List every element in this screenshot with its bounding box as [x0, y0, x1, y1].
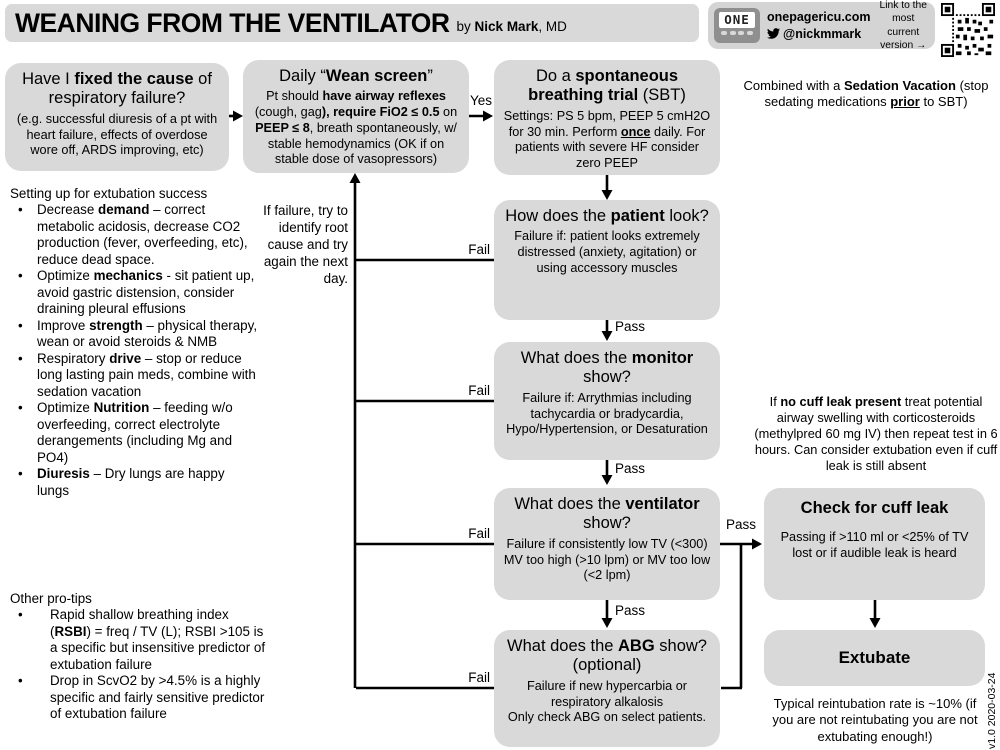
box-wean-screen-title: Daily “Wean screen” — [279, 67, 433, 85]
box-wean-screen: Daily “Wean screen” Pt should have airwa… — [243, 60, 469, 173]
cuff-leak-note: If no cuff leak present treat potential … — [754, 394, 998, 474]
pager-icon: ONE — [714, 8, 760, 43]
box-fixed-cause-title: Have I fixed the cause of respiratory fa… — [22, 70, 212, 108]
box-patient-look: How does the patient look? Failure if: p… — [494, 200, 720, 320]
box-extubate-title: Extubate — [838, 647, 911, 667]
protips-panel: Other pro-tips Rapid shallow breathing i… — [10, 591, 272, 723]
twitter-handle[interactable]: @nickmmark — [783, 26, 862, 41]
list-item: Respiratory drive – stop or reduce long … — [10, 351, 260, 400]
version-text: v1.0 2020-03-24 — [986, 672, 998, 749]
box-fixed-cause: Have I fixed the cause of respiratory fa… — [5, 63, 229, 171]
twitter-icon — [767, 28, 780, 39]
reintubation-note: Typical reintubation rate is ~10% (if yo… — [772, 696, 978, 744]
byline: by Nick Mark, MD — [456, 19, 567, 34]
list-item: Drop in ScvO2 by >4.5% is a highly speci… — [10, 673, 272, 722]
link-note: Link to the most current version → — [879, 0, 927, 51]
box-monitor: What does the monitor show? Failure if: … — [494, 342, 720, 460]
pass-label: Pass — [615, 603, 646, 618]
fail-label: Fail — [468, 526, 490, 541]
page-title: WEANING FROM THE VENTILATOR — [15, 7, 450, 38]
box-cuff-leak-body: Passing if >110 ml or <25% of TV lost or… — [780, 530, 969, 561]
pager-logo-text: ONE — [719, 12, 755, 28]
retry-note: If failure, try to identify root cause a… — [263, 203, 348, 286]
box-ventilator-title: What does the ventilator show? — [514, 495, 700, 533]
box-ventilator-body: Failure if consistently low TV (<300) MV… — [503, 536, 711, 583]
box-fixed-cause-body: (e.g. successful diuresis of a pt with h… — [16, 111, 218, 158]
fail-label: Fail — [468, 670, 490, 685]
box-monitor-body: Failure if: Arrythmias including tachyca… — [506, 390, 708, 437]
protips-heading: Other pro-tips — [10, 591, 92, 606]
setup-panel: Setting up for extubation success Decrea… — [10, 186, 260, 499]
box-abg: What does the ABG show? (optional) Failu… — [494, 630, 720, 747]
title-bar: WEANING FROM THE VENTILATOR by Nick Mark… — [5, 4, 699, 42]
fail-label: Fail — [468, 383, 490, 398]
list-item: Improve strength – physical therapy, wea… — [10, 318, 260, 351]
box-monitor-title: What does the monitor show? — [520, 349, 694, 387]
setup-heading: Setting up for extubation success — [10, 186, 208, 201]
box-extubate: Extubate — [764, 630, 985, 686]
site-link[interactable]: onepagericu.com — [767, 10, 871, 25]
list-item: Rapid shallow breathing index (RSBI) = f… — [10, 607, 272, 673]
box-ventilator: What does the ventilator show? Failure i… — [494, 488, 720, 600]
setup-list: Decrease demand – correct metabolic acid… — [10, 202, 260, 499]
pass-label: Pass — [615, 461, 646, 476]
pager-dots — [719, 28, 755, 35]
list-item: Optimize Nutrition – feeding w/o overfee… — [10, 400, 260, 466]
box-abg-title: What does the ABG show? (optional) — [507, 637, 707, 675]
pass-label: Pass — [725, 517, 756, 532]
list-item: Optimize mechanics - sit patient up, avo… — [10, 268, 260, 317]
box-abg-body: Failure if new hypercarbia or respirator… — [507, 678, 707, 725]
box-sbt-title: Do a spontaneous breathing trial (SBT) — [528, 67, 686, 105]
protips-list: Rapid shallow breathing index (RSBI) = f… — [10, 607, 272, 722]
box-cuff-leak: Check for cuff leak Passing if >110 ml o… — [764, 488, 985, 600]
box-patient-look-title: How does the patient look? — [505, 207, 709, 225]
box-wean-screen-body: Pt should have airway reflexes (cough, g… — [254, 89, 458, 167]
list-item: Diuresis – Dry lungs are happy lungs — [10, 466, 260, 499]
pass-label: Pass — [615, 319, 646, 334]
sedation-note: Combined with a Sedation Vacation (stop … — [743, 78, 989, 110]
box-sbt: Do a spontaneous breathing trial (SBT) S… — [494, 60, 720, 175]
brand-badge: ONE onepagericu.com @nickmmark Link to t… — [708, 0, 935, 51]
fail-label: Fail — [468, 242, 490, 257]
qr-code[interactable] — [941, 3, 995, 57]
box-patient-look-body: Failure if: patient looks extremely dist… — [514, 229, 700, 275]
badge-links: onepagericu.com @nickmmark — [767, 9, 871, 42]
list-item: Decrease demand – correct metabolic acid… — [10, 202, 260, 268]
box-cuff-leak-title: Check for cuff leak — [800, 499, 949, 517]
box-sbt-body: Settings: PS 5 bpm, PEEP 5 cmH2O for 30 … — [503, 108, 711, 171]
yes-label: Yes — [469, 93, 493, 108]
